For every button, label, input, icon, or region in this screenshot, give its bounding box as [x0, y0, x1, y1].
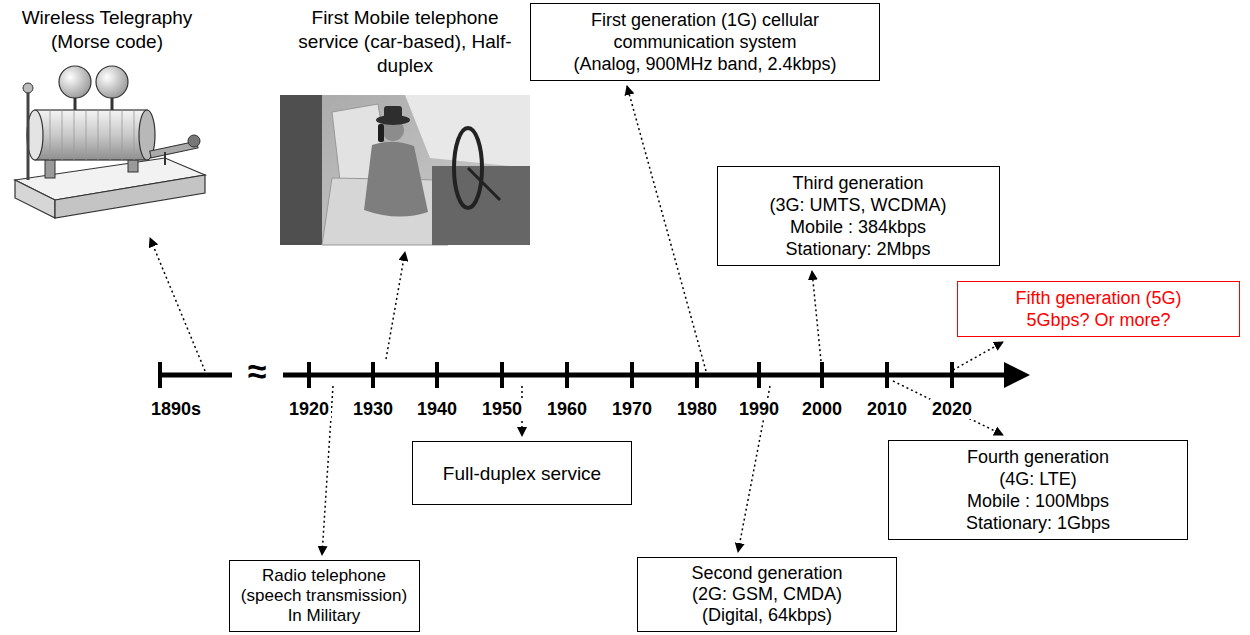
box-text: (3G: UMTS, WCDMA) — [728, 194, 989, 216]
box-text: Stationary: 1Gbps — [899, 512, 1177, 534]
year-label: 1960 — [545, 399, 589, 419]
axis-tick — [500, 362, 504, 388]
year-label: 1970 — [610, 399, 654, 419]
box-text: Fifth generation (5G) — [968, 287, 1229, 309]
sphere-stem — [74, 97, 77, 110]
generation-box: Second generation(2G: GSM, CMDA)(Digital… — [637, 557, 897, 632]
axis-line — [158, 373, 232, 378]
axis-tick — [630, 362, 634, 388]
telegraph-base — [15, 180, 55, 218]
year-label: 2010 — [865, 399, 909, 419]
box-text: Mobile : 100Mbps — [899, 490, 1177, 512]
year-label: 1930 — [351, 399, 395, 419]
year-label: 1990 — [737, 399, 781, 419]
telegraph-base — [55, 175, 205, 218]
box-text: Radio telephone — [240, 566, 409, 586]
photo-man-coat — [364, 142, 428, 217]
box-text: (Digital, 64kbps) — [648, 605, 886, 626]
coil-support — [45, 158, 55, 178]
future-generation-box: Fifth generation (5G)5Gbps? Or more? — [957, 281, 1240, 337]
terminal-knob — [23, 83, 33, 93]
coil-windings — [50, 110, 134, 160]
photo-handset — [378, 124, 384, 142]
box-text: Fourth generation — [899, 446, 1177, 468]
leader-arrow — [893, 381, 1003, 435]
box-text: (2G: GSM, CMDA) — [648, 584, 886, 605]
box-text: (speech transmission) — [240, 586, 409, 606]
axis-tick — [565, 362, 569, 388]
axis-tick — [435, 362, 439, 388]
axis-tick — [695, 362, 699, 388]
generation-box: Fourth generation(4G: LTE)Mobile : 100Mb… — [888, 440, 1188, 540]
axis-arrow-head — [1004, 362, 1030, 388]
photo-background — [280, 95, 530, 245]
car-photo-illustration — [280, 95, 530, 245]
key-knob — [188, 135, 200, 147]
year-label: 1890s — [149, 399, 203, 419]
telegraph-coil — [35, 110, 147, 160]
illustration-caption: Wireless Telegraphy (Morse code) — [5, 6, 210, 54]
box-text: 5Gbps? Or more? — [968, 309, 1229, 331]
event-box: Radio telephone(speech transmission)In M… — [229, 560, 420, 632]
generation-box: First generation (1G) cellular communica… — [530, 3, 880, 81]
generation-box: Third generation(3G: UMTS, WCDMA)Mobile … — [717, 166, 1000, 266]
leader-arrow — [953, 342, 1003, 370]
photo-door-frame — [280, 95, 322, 245]
box-text: (Analog, 900MHz band, 2.4kbps) — [541, 53, 869, 75]
axis-tick — [885, 362, 889, 388]
axis-break-symbol: ≈ — [246, 353, 269, 389]
box-text: Full-duplex service — [423, 462, 621, 485]
event-box: Full-duplex service — [412, 441, 632, 505]
terminal-post — [27, 92, 30, 180]
year-label: 1980 — [675, 399, 719, 419]
telegraph-illustration — [15, 66, 205, 218]
axis-tick — [757, 362, 761, 388]
axis-tick — [950, 362, 954, 388]
leader-arrow — [150, 238, 205, 371]
illustration-caption: First Mobile telephone service (car-base… — [289, 6, 521, 78]
axis-tick — [307, 362, 311, 388]
box-text: First generation (1G) cellular communica… — [541, 9, 869, 53]
year-label: 1940 — [415, 399, 459, 419]
leader-arrow — [812, 271, 822, 371]
year-label: 1920 — [287, 399, 331, 419]
telegraph-sphere — [96, 66, 128, 98]
axis-tick — [158, 362, 162, 388]
axis-line — [283, 373, 1008, 378]
box-text: (4G: LTE) — [899, 468, 1177, 490]
box-text: In Military — [240, 606, 409, 626]
photo-man-hat — [384, 106, 402, 119]
box-text: Stationary: 2Mbps — [728, 238, 989, 260]
year-label: 1950 — [480, 399, 524, 419]
photo-windshield — [405, 95, 530, 168]
telegraph-sphere — [59, 66, 91, 98]
box-text: Mobile : 384kbps — [728, 216, 989, 238]
sphere-stem — [111, 97, 114, 110]
year-label: 2020 — [930, 399, 974, 419]
photo-steering-column — [468, 168, 500, 200]
axis-tick — [371, 362, 375, 388]
year-label: 2000 — [800, 399, 844, 419]
box-text: Second generation — [648, 563, 886, 584]
leader-arrows — [150, 86, 1003, 555]
leader-arrow — [386, 252, 405, 359]
box-text: Third generation — [728, 172, 989, 194]
leader-arrow — [627, 86, 706, 371]
key-post — [164, 152, 166, 165]
